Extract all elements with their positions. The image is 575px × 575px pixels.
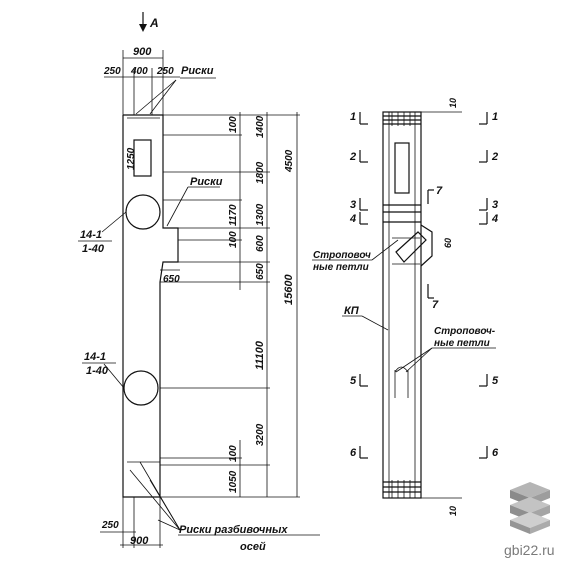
- column-outline-left: [122, 115, 160, 498]
- cut-7-bottom: 7: [432, 299, 439, 311]
- marks-mid-label: Риски: [190, 176, 223, 188]
- dim-1800: 1800: [255, 161, 266, 184]
- callout-upper-bottom: 1-40: [82, 243, 105, 255]
- callout-upper-top: 14-1: [80, 229, 102, 241]
- lifting-loops-label-1b: ные петли: [313, 262, 369, 273]
- section-5-right: 5: [492, 375, 499, 387]
- section-4-left: 4: [349, 213, 356, 225]
- dim-100-top: 100: [228, 116, 239, 133]
- dim-250-bottom: 250: [101, 520, 119, 531]
- section-4-right: 4: [491, 213, 498, 225]
- section-marks-right: [479, 112, 488, 459]
- cut-7-top: 7: [436, 185, 443, 197]
- dim-250-left: 250: [103, 66, 121, 77]
- side-console: [420, 224, 433, 267]
- section-2-right: 2: [491, 151, 498, 163]
- dim-4500: 4500: [284, 149, 295, 173]
- section-6-left: 6: [350, 447, 357, 459]
- dim-10-bottom: 10: [448, 506, 458, 516]
- dim-600: 600: [255, 235, 266, 252]
- callout-lower-bottom: 1-40: [86, 365, 109, 377]
- lifting-loops-label-2b: ные петли: [434, 338, 490, 349]
- section-2-left: 2: [349, 151, 356, 163]
- dim-1170: 1170: [228, 204, 239, 226]
- dim-1250: 1250: [126, 147, 137, 170]
- dim-1300: 1300: [255, 203, 266, 226]
- slot-opening: [133, 139, 152, 177]
- kp-label: КП: [344, 305, 360, 317]
- dim-1050: 1050: [228, 470, 239, 493]
- detail-circle-upper: [125, 194, 161, 230]
- dim-100-bottom: 100: [228, 445, 239, 462]
- watermark-text: gbi22.ru: [504, 542, 555, 558]
- section-6-right: 6: [492, 447, 499, 459]
- view-label: А: [149, 16, 159, 30]
- watermark: gbi22.ru: [504, 482, 555, 558]
- section-1-left: 1: [350, 111, 356, 123]
- dim-1400: 1400: [255, 115, 266, 138]
- dim-400: 400: [130, 66, 148, 77]
- dim-100-mid: 100: [228, 231, 239, 248]
- dim-10-top: 10: [448, 98, 458, 108]
- side-outline: [382, 111, 422, 499]
- section-5-left: 5: [350, 375, 357, 387]
- front-view: А 900 250 400 250 Риски 1250 14-1 1-40: [78, 12, 320, 553]
- dim-11100: 11100: [254, 340, 266, 370]
- section-1-right: 1: [492, 111, 498, 123]
- marks-bottom-label-2: осей: [240, 541, 266, 553]
- section-marks-left: [359, 112, 368, 459]
- section-3-left: 3: [350, 199, 356, 211]
- detail-circle-lower: [123, 370, 159, 406]
- view-arrow-head: [139, 24, 147, 32]
- dim-250-right: 250: [156, 66, 174, 77]
- dim-650-horizontal: 650: [163, 274, 180, 285]
- lifting-loops-label-1a: Строповоч: [313, 250, 371, 261]
- lifting-loops-label-2a: Строповоч-: [434, 326, 496, 337]
- lifting-loop-upper: [395, 231, 427, 263]
- dim-650-vertical: 650: [255, 263, 266, 280]
- marks-top-label: Риски: [181, 65, 214, 77]
- dim-900-bottom: 900: [130, 535, 149, 547]
- side-slot: [394, 142, 410, 194]
- callout-lower-top: 14-1: [84, 351, 106, 363]
- dim-15600: 15600: [283, 274, 295, 305]
- column-outline-right: [123, 114, 179, 497]
- section-3-right: 3: [492, 199, 498, 211]
- dim-60: 60: [443, 238, 453, 248]
- dim-3200: 3200: [255, 423, 266, 446]
- stack-logo-icon: [510, 482, 550, 534]
- lifting-loop-lower: [394, 366, 409, 373]
- marks-bottom-label-1: Риски разбивочных: [179, 524, 288, 536]
- dim-900-top: 900: [133, 46, 152, 58]
- side-view: 10 10 60 1 2 3 4 5 6 1 2: [312, 98, 499, 516]
